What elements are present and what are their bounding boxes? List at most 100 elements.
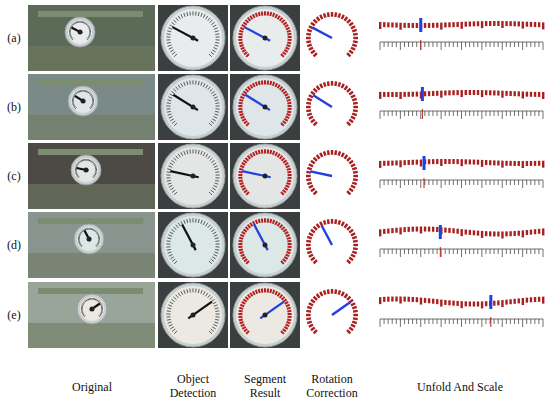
dial-tick (72, 101, 74, 102)
unfolded-tick (448, 90, 450, 95)
unfolded-tick (391, 22, 393, 27)
dial-tick (261, 219, 263, 223)
dial-tick (79, 161, 81, 162)
scale-tick (380, 249, 381, 257)
unfolded-tick (456, 90, 458, 95)
dial-tick (342, 15, 344, 19)
dial-tick (284, 119, 287, 121)
gauge-face (164, 286, 222, 344)
gauge-needle (245, 27, 271, 41)
dial-tick (212, 119, 215, 121)
scale-tick (538, 180, 539, 185)
scale-tick (534, 249, 535, 254)
scale-tick (514, 319, 515, 324)
dial-tick (324, 13, 325, 17)
dial-tick (250, 154, 252, 157)
unfolded-tick (526, 161, 528, 166)
dial-tick (193, 80, 194, 84)
photo-ground (28, 115, 155, 140)
detection-crop (158, 282, 228, 348)
dial-tick (184, 151, 185, 155)
dial-tick (253, 291, 255, 295)
scale-tick (428, 42, 429, 47)
unfolded-tick (526, 92, 528, 97)
unfolded-tick (530, 297, 532, 302)
dial-tick (347, 20, 350, 23)
unfolded-tick (509, 231, 511, 236)
dial-tick (250, 16, 252, 19)
dial-tick (72, 99, 74, 100)
dial-tick (269, 81, 272, 85)
dial-tick (79, 91, 81, 93)
dial-tick (285, 25, 289, 27)
dial-tick (213, 25, 217, 27)
row-letter: (c) (1, 169, 27, 183)
scale-tick (490, 249, 491, 254)
dial-tick (214, 254, 218, 256)
scale-tick (538, 111, 539, 116)
scale-tick (392, 111, 393, 116)
scale-tick (412, 249, 413, 254)
dial-tick (238, 39, 242, 41)
unfolded-tick (444, 159, 446, 164)
reading-mark (422, 109, 423, 119)
dial-tick (215, 240, 219, 242)
dial-tick (93, 176, 94, 177)
unfolded-tick (534, 22, 536, 27)
dial-tick (238, 313, 242, 315)
dial-tick (176, 156, 179, 159)
scale-tick (424, 42, 425, 47)
dial-tick (258, 289, 261, 293)
scale-tick (526, 180, 527, 185)
dial-tick (210, 89, 213, 92)
dial-tick (169, 185, 173, 187)
dial-tick (283, 190, 286, 193)
dial-tick (83, 302, 84, 304)
scale-tick (445, 249, 446, 254)
dial-tick (166, 246, 170, 247)
dial-tick (241, 185, 245, 187)
dial-tick (201, 290, 202, 294)
scale-tick (473, 180, 474, 185)
dial-tick (170, 94, 174, 96)
unfolded-tick (383, 22, 385, 27)
scale-tick (400, 42, 401, 50)
dial-tick (238, 36, 242, 38)
gauge-rim (65, 17, 95, 47)
dial-tick (215, 180, 219, 182)
unfolded-tick (412, 160, 414, 165)
scale-tick (543, 249, 544, 257)
unfolded-tick (505, 300, 507, 305)
dial-tick (203, 152, 205, 156)
dial-tick (242, 163, 246, 165)
scale-tick (469, 180, 470, 185)
dial-tick (307, 322, 311, 323)
dial-tick (345, 17, 348, 21)
dial-tick (72, 100, 74, 101)
unfolded-tick (469, 90, 471, 95)
scale-tick (380, 180, 381, 188)
dial-tick (211, 299, 214, 301)
dial-tick (99, 302, 100, 303)
scale-tick (453, 180, 454, 185)
row-letter: (b) (1, 100, 27, 114)
unfolded-tick (420, 227, 422, 234)
dial-tick (331, 289, 333, 294)
dial-tick (212, 327, 215, 329)
dial-tick (324, 220, 325, 224)
unfolded-tick (481, 231, 483, 238)
dial-tick (83, 159, 84, 161)
dial-tick (70, 34, 72, 36)
dial-tick (342, 153, 344, 157)
dial-tick (278, 223, 280, 226)
unfolded-tick (501, 231, 503, 238)
dial-tick (282, 227, 285, 230)
dial-tick (88, 159, 89, 161)
dial-tick (349, 258, 353, 261)
dial-tick (73, 23, 75, 24)
dial-tick (77, 174, 78, 176)
dial-tick (90, 107, 91, 108)
unfolded-tick (408, 23, 410, 28)
unfolded-tick (477, 160, 479, 165)
dial-tick (94, 298, 95, 300)
